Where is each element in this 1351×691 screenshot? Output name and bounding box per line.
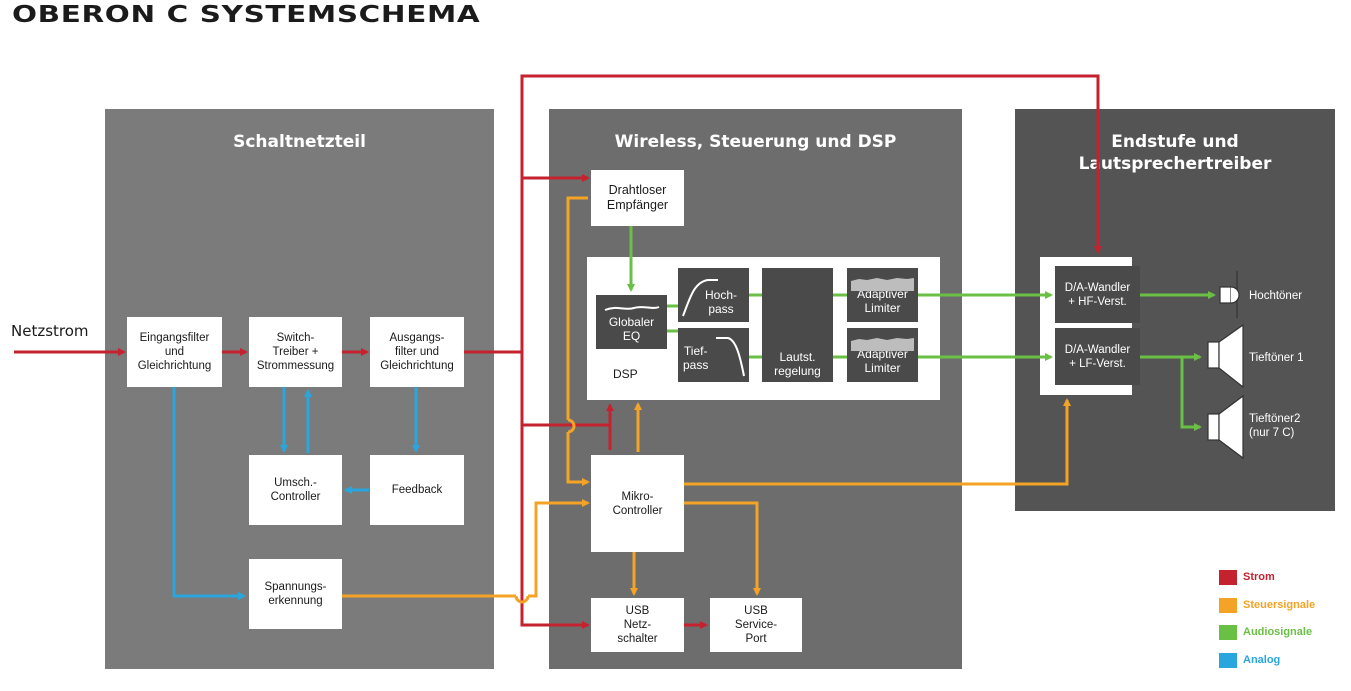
highpass-curve-icon — [682, 279, 718, 317]
legend-label-steuersignale: Steuersignale — [1243, 599, 1316, 611]
legend-label-strom: Strom — [1243, 571, 1275, 583]
strom-lines — [14, 74, 1102, 629]
woofer-2-icon — [1207, 394, 1244, 460]
hochpass-block: Hoch- pass — [678, 268, 749, 322]
spannungserkennung-block: Spannungs- erkennung — [249, 559, 342, 629]
da-wandler-lf-block: D/A-Wandler + LF-Verst. — [1055, 328, 1140, 385]
panel-dsp-title: Wireless, Steuerung und DSP — [614, 132, 897, 152]
tweeter-icon — [1219, 271, 1240, 318]
lautstaerke-block: Lautst. regelung — [762, 268, 833, 382]
hochtoener-label: Hochtöner — [1249, 290, 1303, 302]
woofer-1-icon — [1207, 323, 1244, 389]
globaler-eq-block: Globaler EQ — [596, 295, 667, 349]
ausgangsfilter-block: Ausgangs- filter und Gleichrichtung — [370, 317, 464, 387]
netzstrom-label: Netzstrom — [11, 322, 89, 340]
mikrocontroller-block: Mikro- Controller — [591, 455, 684, 552]
tiefpass-block: Tief- pass — [678, 328, 749, 382]
limiter-2-block: Adaptiver Limiter — [847, 328, 918, 382]
analog-lines — [172, 387, 420, 600]
globaler-eq-label: Globaler EQ — [608, 315, 655, 343]
speaker-icons — [1207, 271, 1244, 460]
panel-schaltnetzteil-title: Schaltnetzteil — [233, 132, 366, 152]
legend-swatch-steuersignale — [1219, 598, 1237, 613]
tieftoener-1-label: Tieftöner 1 — [1249, 352, 1304, 364]
legend-swatch-strom — [1219, 570, 1237, 585]
usb-netzschalter-block: USB Netz- schalter — [591, 598, 684, 652]
audio-lines — [627, 226, 1216, 431]
limiter-1-label: Adaptiver Limiter — [857, 287, 908, 315]
legend-label-audiosignale: Audiosignale — [1243, 626, 1313, 638]
legend-swatch-analog — [1219, 653, 1237, 668]
diagram-title: OBERON C SYSTEMSCHEMA — [12, 2, 481, 28]
da-wandler-hf-block: D/A-Wandler + HF-Verst. — [1055, 266, 1140, 323]
usb-service-port-block: USB Service- Port — [710, 598, 802, 652]
limiter-2-label: Adaptiver Limiter — [857, 347, 908, 375]
panel-endstufe-title: Endstufe und Lautsprechertreiber — [1078, 132, 1272, 174]
legend-swatch-audiosignale — [1219, 625, 1237, 640]
eingangsfilter-block: Eingangsfilter und Gleichrichtung — [127, 317, 222, 387]
drahtloser-empfaenger-block: Drahtloser Empfänger — [591, 170, 684, 226]
steuer-lines — [342, 196, 1071, 604]
limiter-1-block: Adaptiver Limiter — [847, 268, 918, 322]
tieftoener-2-label: Tieftöner2 (nur 7 C) — [1249, 413, 1301, 439]
eq-curve-icon — [604, 306, 659, 311]
tiefpass-label: Tief- pass — [683, 344, 709, 372]
lautstaerke-label: Lautst. regelung — [774, 350, 821, 378]
feedback-block: Feedback — [370, 455, 464, 525]
dsp-label: DSP — [613, 367, 638, 381]
switch-treiber-block: Switch- Treiber + Strommessung — [249, 317, 342, 387]
umsch-controller-block: Umsch.- Controller — [249, 455, 342, 525]
legend-label-analog: Analog — [1243, 654, 1281, 666]
limiter-2-icon — [851, 338, 914, 351]
hochpass-label: Hoch- pass — [705, 288, 738, 316]
lowpass-curve-icon — [716, 337, 745, 377]
limiter-1-icon — [851, 278, 914, 291]
